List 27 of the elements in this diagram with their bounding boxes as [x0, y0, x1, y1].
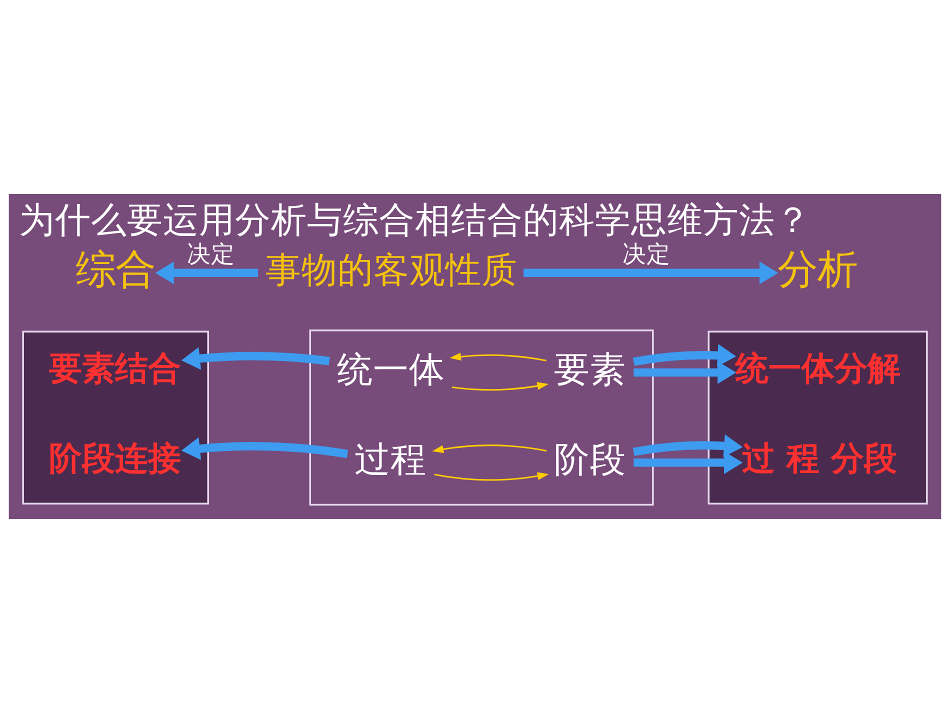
- arrow: [632, 344, 736, 384]
- cluster: [309, 330, 654, 506]
- node-text: 过 程 分段: [742, 438, 898, 478]
- node-text: 统一体: [336, 349, 445, 390]
- node-text: 事物的客观性质: [266, 250, 518, 291]
- node-text: 过程: [354, 440, 427, 481]
- edge-label: 决定: [186, 240, 235, 268]
- diagram-title: 为什么要运用分析与综合相结合的科学思维方法？: [19, 200, 812, 241]
- node-text: 分析: [777, 246, 858, 294]
- node-text: 阶段连接: [49, 438, 182, 478]
- node-text: 要素: [554, 349, 626, 390]
- arrow: [432, 444, 547, 454]
- arrow: [155, 261, 258, 284]
- node-text: 统一体分解: [735, 348, 900, 388]
- arrow: [452, 382, 549, 391]
- arrow: [181, 347, 330, 370]
- arrow: [434, 472, 549, 481]
- node-text: 综合: [75, 246, 156, 294]
- cluster: [22, 330, 209, 504]
- node-text: 阶段: [554, 440, 626, 481]
- arrow: [450, 352, 546, 362]
- arrow: [632, 434, 743, 474]
- arrow: [181, 437, 348, 460]
- node-text: 要素结合: [49, 348, 182, 388]
- cluster: [708, 330, 928, 504]
- edge-label: 决定: [622, 240, 671, 268]
- arrow: [524, 261, 778, 284]
